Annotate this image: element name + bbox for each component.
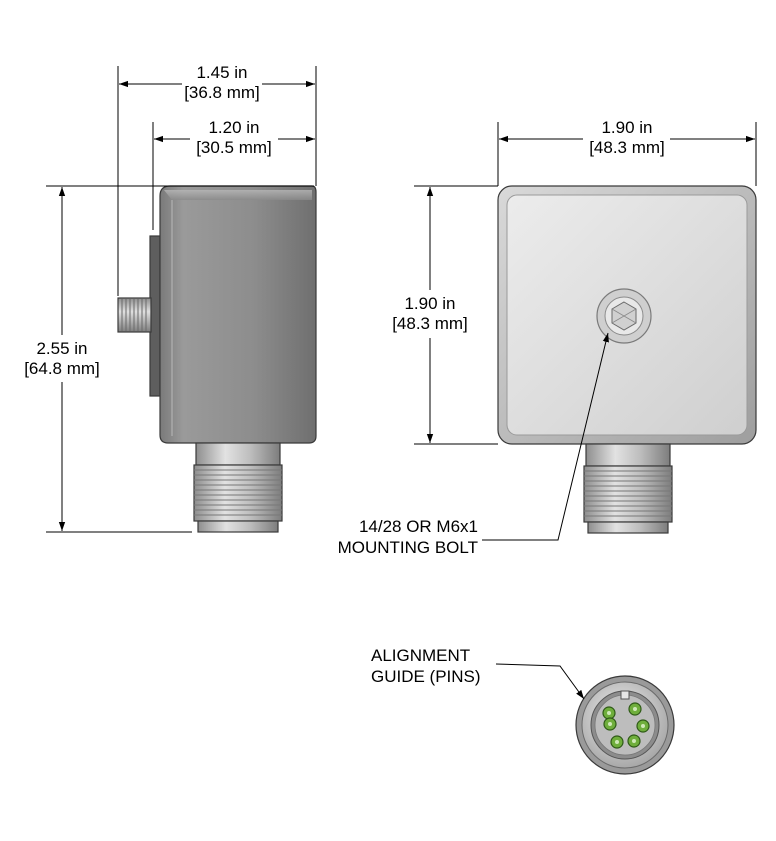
side-connector-threads (194, 469, 282, 516)
dim-side-body-width-metric: [30.5 mm] (196, 138, 272, 157)
dim-side-height-imperial: 2.55 in (36, 339, 87, 358)
dim-front-width-imperial: 1.90 in (601, 118, 652, 137)
front-view (497, 185, 757, 534)
alignment-guide-callout-line2: GUIDE (PINS) (371, 667, 481, 686)
dim-side-total-width-imperial: 1.45 in (196, 63, 247, 82)
side-connector-base (197, 520, 279, 533)
alignment-guide-callout-line1: ALIGNMENT (371, 646, 470, 665)
dimension-labels: 1.45 in [36.8 mm] 1.20 in [30.5 mm] 1.90… (24, 63, 665, 686)
connector-pins (602, 702, 650, 749)
dim-front-width-metric: [48.3 mm] (589, 138, 665, 157)
connector-end-view (575, 675, 675, 775)
mounting-bolt-callout-line2: MOUNTING BOLT (338, 538, 478, 557)
side-connector-nut (195, 442, 281, 466)
side-view (117, 185, 317, 533)
front-connector-nut (585, 443, 671, 467)
mounting-bolt-leader (482, 332, 609, 541)
dim-front-height-metric: [48.3 mm] (392, 314, 468, 333)
dim-side-height-metric: [64.8 mm] (24, 359, 100, 378)
side-housing-top-bevel (164, 190, 312, 200)
front-connector-thread (583, 465, 673, 523)
dimension-lines (46, 66, 757, 700)
front-connector-threads (584, 470, 672, 517)
dim-front-height-imperial: 1.90 in (404, 294, 455, 313)
side-stud-threads (121, 299, 147, 331)
side-housing (159, 185, 317, 444)
alignment-key-icon (620, 690, 630, 700)
side-connector-thread (193, 464, 283, 522)
front-connector-base (587, 521, 669, 534)
dim-side-total-width-metric: [36.8 mm] (184, 83, 260, 102)
alignment-guide-leader (495, 663, 585, 700)
dim-side-body-width-imperial: 1.20 in (208, 118, 259, 137)
mounting-bolt-callout-line1: 14/28 OR M6x1 (359, 517, 478, 536)
